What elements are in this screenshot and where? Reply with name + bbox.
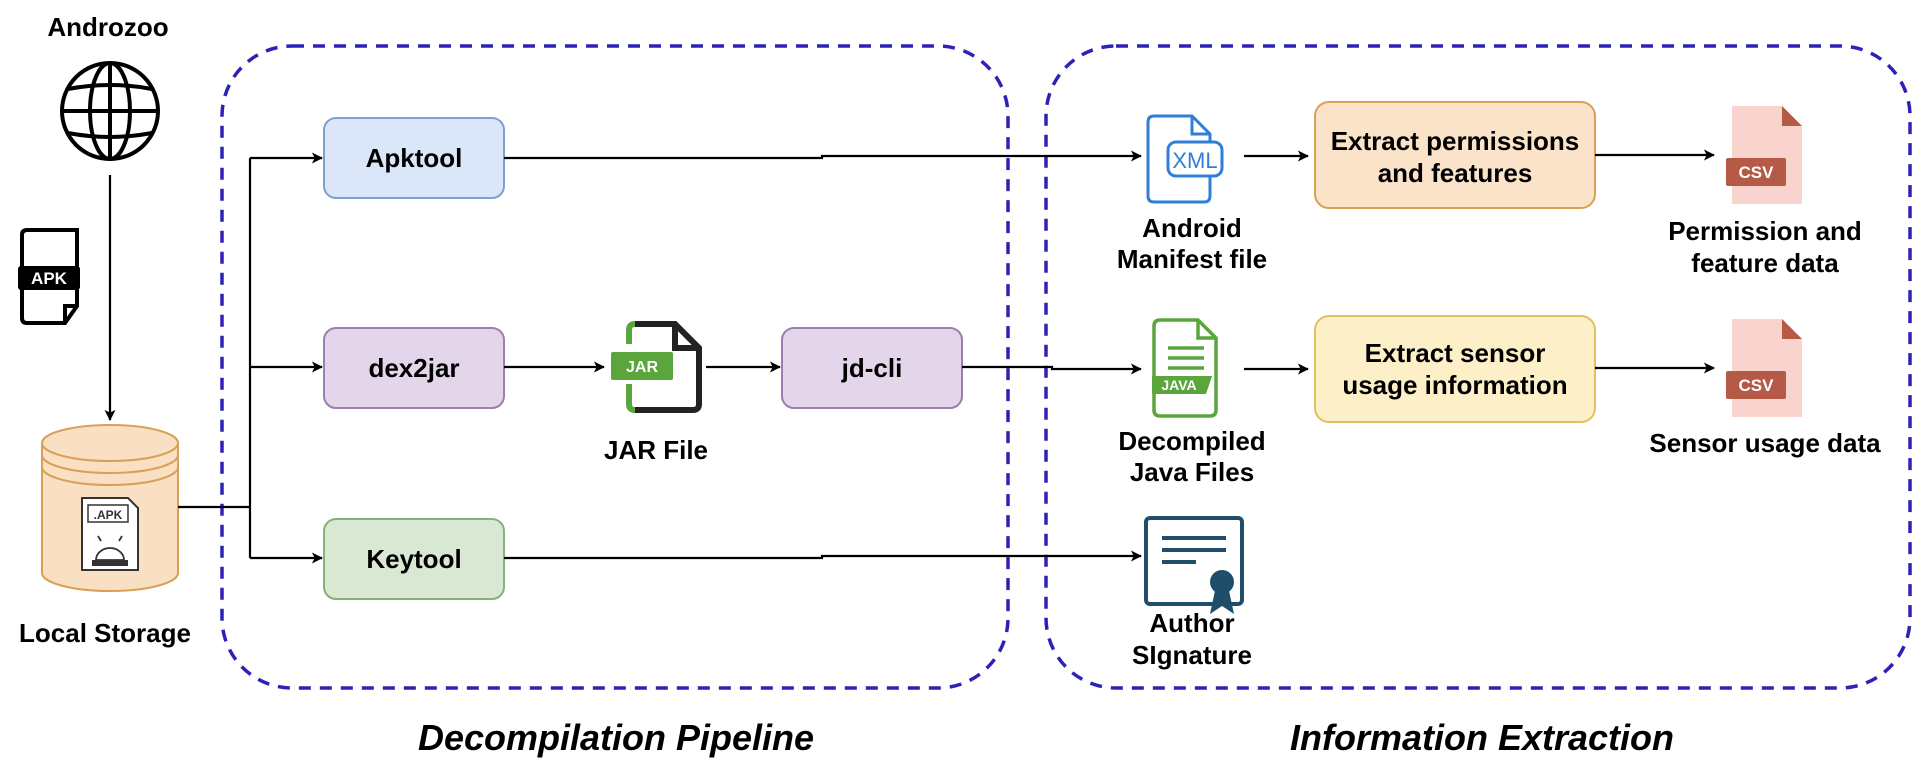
java-badge: JAVA <box>1161 377 1196 393</box>
manifest-label-line1: Android <box>1142 213 1242 243</box>
permission-data-label-line1: Permission and <box>1668 216 1862 246</box>
keytool-to-signature-edge <box>504 550 1142 562</box>
extract-sensor-line2: usage information <box>1342 370 1567 400</box>
csv-badge-sensor: CSV <box>1739 376 1775 395</box>
apk-file-icon: APK <box>18 228 80 325</box>
xml-badge: XML <box>1172 148 1217 173</box>
storage-fanout-edge <box>178 158 252 558</box>
jar-file-label: JAR File <box>604 435 708 465</box>
apktool-to-manifest-edge <box>504 150 1142 162</box>
keytool-label: Keytool <box>366 544 461 574</box>
signature-label-line1: Author <box>1149 608 1234 638</box>
csv-file-icon: CSV <box>1726 319 1802 417</box>
manifest-label-line2: Manifest file <box>1117 244 1267 274</box>
decompilation-pipeline-title: Decompilation Pipeline <box>418 717 814 758</box>
java-file-icon: JAVA <box>1152 318 1218 418</box>
dex2jar-label: dex2jar <box>368 353 459 383</box>
csv-file-icon: CSV <box>1726 106 1802 204</box>
storage-apk-badge: .APK <box>94 508 123 522</box>
apktool-label: Apktool <box>366 143 463 173</box>
csv-badge-permissions: CSV <box>1739 163 1775 182</box>
extract-sensor-line1: Extract sensor <box>1365 338 1546 368</box>
local-storage-label: Local Storage <box>19 618 191 648</box>
certificate-icon <box>1144 516 1244 614</box>
apk-badge: APK <box>31 269 68 288</box>
extract-sensor-box <box>1314 315 1596 423</box>
extract-permissions-line2: and features <box>1378 158 1533 188</box>
androzoo-label: Androzoo <box>47 12 168 42</box>
decompilation-pipeline-container <box>220 44 1010 690</box>
extract-permissions-line1: Extract permissions <box>1331 126 1580 156</box>
java-files-label-line2: Java Files <box>1130 457 1254 487</box>
jar-badge: JAR <box>626 359 658 376</box>
signature-label-line2: SIgnature <box>1132 640 1252 670</box>
java-files-label-line1: Decompiled <box>1118 426 1265 456</box>
xml-file-icon: XML <box>1146 114 1224 204</box>
jdcli-to-java-edge <box>962 363 1142 375</box>
information-extraction-title: Information Extraction <box>1290 717 1674 758</box>
permission-data-label-line2: feature data <box>1691 248 1839 278</box>
database-icon: .APK <box>41 424 179 592</box>
jar-file-icon: JAR <box>611 321 702 413</box>
globe-icon <box>60 61 160 161</box>
sensor-usage-data-label: Sensor usage data <box>1649 428 1881 458</box>
jdcli-label: jd-cli <box>841 353 903 383</box>
